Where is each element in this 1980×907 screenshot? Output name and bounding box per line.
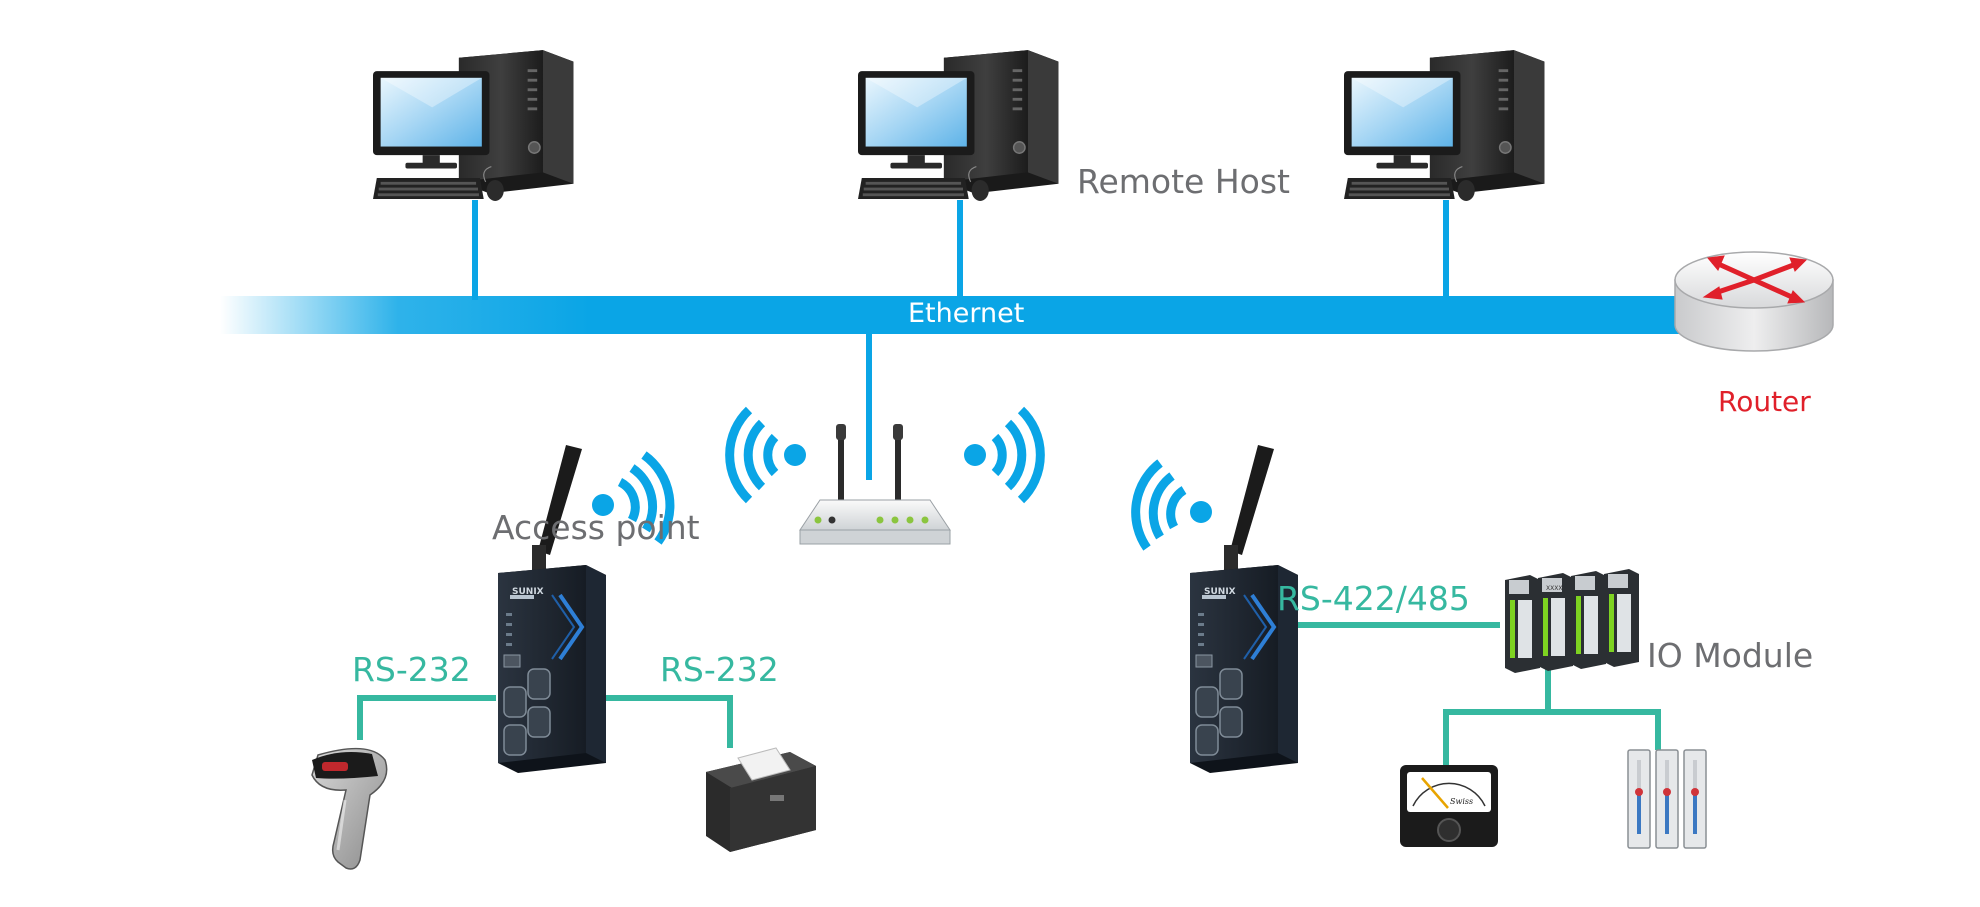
server-brand-right: SUNIX [1204,587,1236,597]
io-module-label: IO Module [1647,636,1814,675]
wifi-signal-icon [592,451,675,545]
host-link-1 [472,200,478,300]
receipt-printer-icon [706,747,816,852]
access-point-link [866,330,872,480]
analog-meter-icon: Swiss [1400,765,1498,847]
desktop-computer-icon [373,50,575,202]
io-to-meter-link [1443,660,1551,765]
ethernet-bus [220,296,1700,334]
router-icon [1674,251,1834,352]
meter-brand: Swiss [1450,797,1473,806]
server-brand-left: SUNIX [512,587,544,597]
rs232-left-label: RS-232 [352,650,471,689]
host-link-2 [957,200,963,300]
remote-host-label: Remote Host [1077,162,1290,201]
serial-device-server-icon: SUNIX [1188,445,1300,775]
rs232-link-left [357,695,496,740]
wifi-signal-icon [1131,459,1212,551]
wireless-access-point-icon [799,424,951,545]
ethernet-label: Ethernet [908,298,1025,329]
io-brand-label: XXXX [1546,585,1562,592]
barcode-scanner-icon [311,747,388,870]
rs232-link-right [590,695,733,748]
rs232-right-label: RS-232 [660,650,779,689]
desktop-computer-icon [858,50,1060,202]
serial-device-server-icon: SUNIX [496,445,608,775]
io-module-icon: XXXX [1505,569,1639,673]
io-to-thermometer-link [1548,709,1661,750]
thermometer-icon [1627,749,1707,849]
router-label: Router [1718,385,1811,418]
wifi-signal-icon [964,406,1045,504]
wifi-signal-icon [725,406,806,504]
desktop-computer-icon [1344,50,1546,202]
access-point-label: Access point [492,508,700,547]
host-link-3 [1443,200,1449,300]
rs422-485-label: RS-422/485 [1277,579,1470,618]
